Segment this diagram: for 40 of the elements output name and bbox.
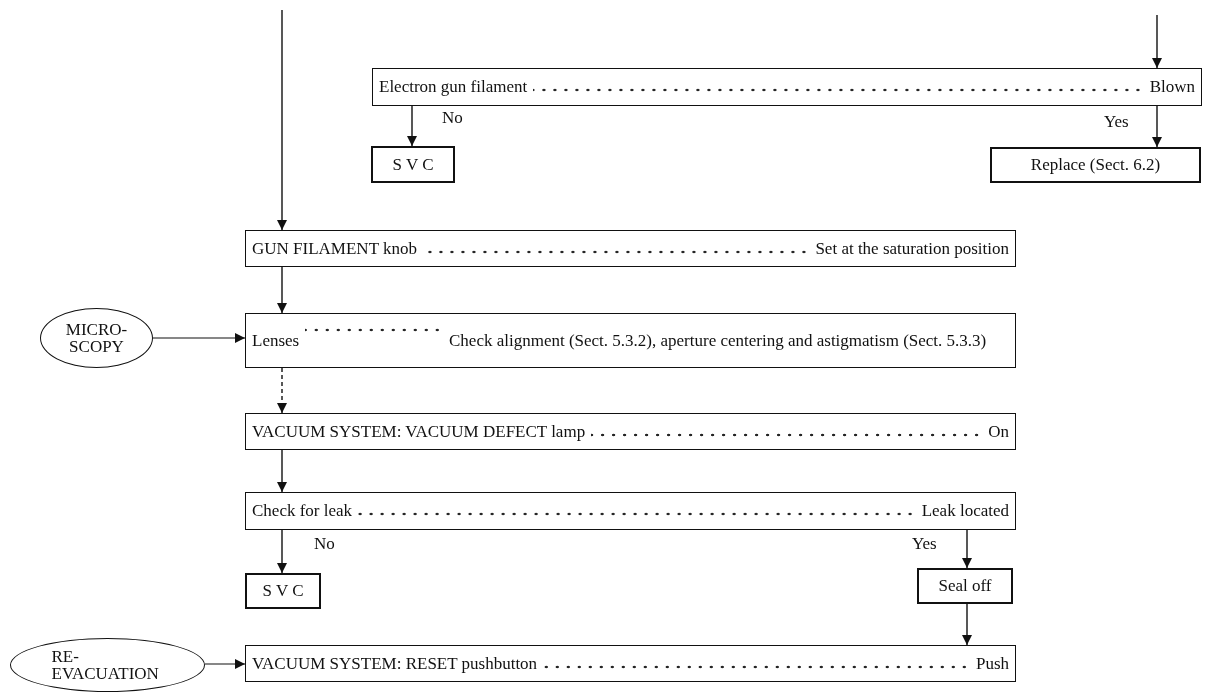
- step-box: [245, 313, 1016, 368]
- step-label: RE- EVACUATION: [51, 648, 160, 682]
- step-label: GUN FILAMENT knob: [252, 238, 417, 259]
- arrow: [1152, 105, 1162, 148]
- step-result: Blown: [1149, 77, 1195, 97]
- step-box: [245, 230, 1016, 267]
- arrow: [277, 9, 287, 231]
- arrow: [277, 449, 287, 493]
- step-label: Lenses: [252, 330, 300, 351]
- step-label: Seal off: [938, 576, 992, 596]
- step-result: Leak located: [921, 501, 1009, 521]
- step-result: On: [988, 421, 1009, 442]
- action-box: [245, 573, 321, 609]
- step-label: VACUUM SYSTEM: RESET pushbutton: [252, 653, 538, 674]
- arrow: [407, 105, 417, 147]
- arrow: [962, 529, 972, 569]
- hollow-arrow: [152, 333, 246, 343]
- step-label: Electron gun filament: [379, 77, 528, 97]
- arrow: [277, 266, 287, 314]
- hollow-arrow: [204, 659, 246, 669]
- arrow: [277, 529, 287, 574]
- step-box: [245, 413, 1016, 450]
- arrow: [1152, 14, 1162, 69]
- action-box: [371, 146, 455, 183]
- step-label: VACUUM SYSTEM: VACUUM DEFECT lamp: [252, 421, 586, 442]
- step-label: Replace (Sect. 6.2): [1030, 155, 1161, 175]
- step-label: Check for leak: [252, 501, 353, 521]
- action-box: [917, 568, 1013, 604]
- step-box: [372, 68, 1202, 106]
- arrow: [962, 603, 972, 646]
- step-result: Push: [975, 653, 1009, 674]
- step-box: [245, 645, 1016, 682]
- step-result: Check alignment (Sect. 5.3.2), aperture centering and astigmatism (Sect. 5.3.3): [449, 330, 988, 351]
- step-label: MICRO- SCOPY: [64, 321, 129, 355]
- arrow: [277, 367, 287, 414]
- step-label: S V C: [262, 581, 304, 601]
- step-label: S V C: [392, 154, 434, 175]
- action-box: [990, 147, 1201, 183]
- step-box: [245, 492, 1016, 530]
- step-result: Set at the saturation position: [815, 238, 1009, 259]
